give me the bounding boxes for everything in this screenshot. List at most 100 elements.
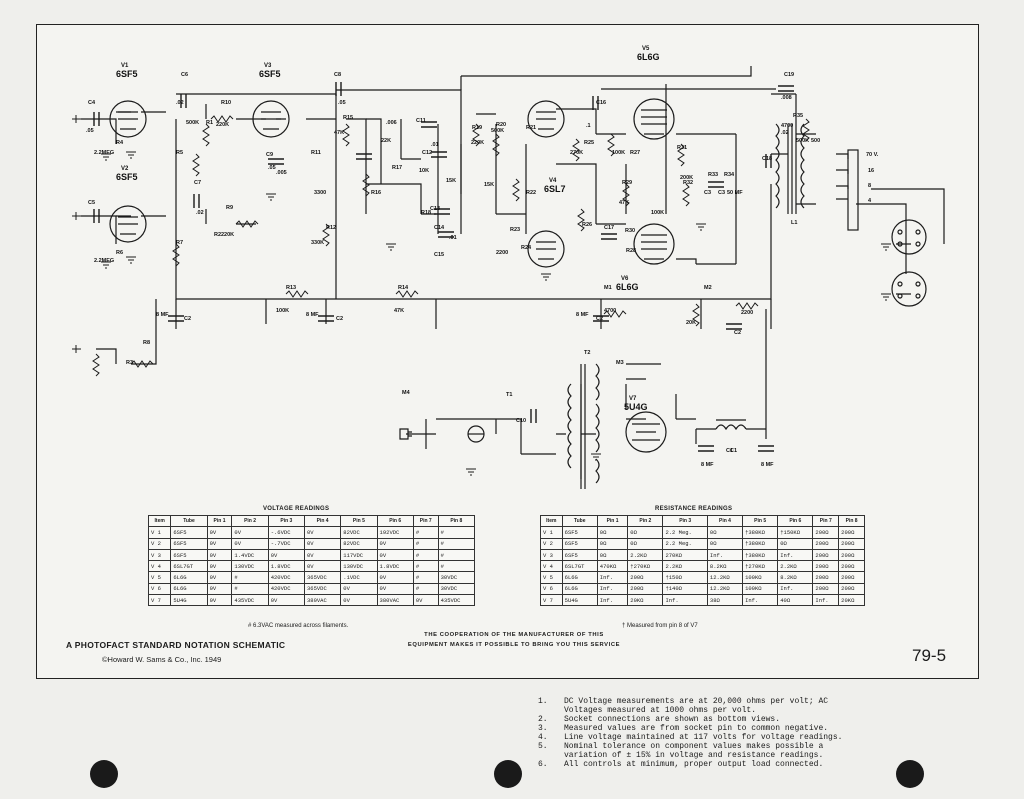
component-ref-label: M4	[402, 390, 411, 396]
resistance-table-cell: 0Ω	[627, 537, 664, 550]
component-value-label: 47K	[619, 200, 629, 206]
resistance-table-cell: 12.2KΩ	[706, 582, 744, 596]
component-ref-label: R3	[126, 360, 133, 366]
cooperation-notice: THE COOPERATION OF THE MANUFACTURER OF T…	[404, 630, 624, 650]
resistance-table-cell: 200Ω	[812, 526, 840, 539]
note-number: 3.	[538, 724, 548, 733]
resistance-table-cell: 2.2 Meg.	[662, 526, 708, 539]
binder-hole-center	[494, 760, 522, 788]
resistance-table-header-cell: Pin 5	[742, 514, 779, 528]
tube-ref-label: V4	[549, 178, 557, 184]
resistance-table-cell: 100KΩ	[742, 571, 779, 584]
note-text: Nominal tolerance on component values ma…	[564, 742, 824, 760]
component-value-label: 220K	[471, 140, 484, 146]
component-value-label: .02	[781, 130, 789, 136]
resistance-table-cell: 6SL7GT	[561, 560, 598, 573]
voltage-table-cell: 82VDC	[340, 537, 378, 550]
tube-v7	[625, 411, 667, 453]
voltage-table-cell: 365VDC	[303, 571, 342, 584]
note-item: 6.All controls at minimum, proper output…	[538, 760, 868, 769]
resistance-table-header-cell: Tube	[561, 514, 598, 528]
speaker-plugs	[891, 219, 927, 307]
voltage-table-cell: #	[437, 560, 476, 573]
resistance-table-cell: 200Ω	[627, 571, 664, 584]
voltage-table-cell: 0V	[206, 537, 233, 550]
component-ref-label: R8	[143, 340, 150, 346]
resistance-table-cell: 8.2KΩ	[706, 560, 744, 573]
resistance-table-cell: †150KΩ	[777, 526, 814, 539]
resistance-table-cell: V 5	[540, 571, 563, 584]
voltage-table-cell: 0V	[376, 548, 414, 562]
voltage-table-cell: 0V	[412, 594, 439, 607]
component-ref-label: R19	[472, 125, 482, 131]
resistance-table-cell: 0Ω	[596, 526, 629, 539]
tube-v1	[109, 100, 147, 138]
voltage-table-cell: #	[412, 537, 439, 550]
component-ref-label: R18	[421, 210, 431, 216]
misc-ref-label: C1	[730, 448, 737, 454]
component-ref-label: C8	[334, 72, 341, 78]
resistance-table-cell: 0Ω	[596, 548, 629, 562]
misc-ref-label: C1	[726, 448, 733, 454]
component-ref-label: R4	[116, 140, 124, 146]
component-value-label: 8 MF	[156, 312, 169, 318]
component-value-label: .05	[338, 100, 346, 106]
voltage-table-cell: 117VDC	[340, 548, 378, 562]
component-value-label: 22K	[381, 138, 391, 144]
resistance-table-cell: 200Ω	[812, 537, 840, 550]
component-ref-label: M3	[616, 360, 624, 366]
component-value-label: .02	[196, 210, 204, 216]
component-ref-label: C12	[422, 150, 432, 156]
voltage-table-header-cell: Pin 4	[303, 514, 342, 528]
component-labels: V16SF5V26SF5V36SF5V46SL7V56L6GV66L6GV75U…	[86, 46, 879, 468]
power-plug	[399, 425, 485, 443]
component-value-label: .01	[449, 235, 457, 241]
voltage-table-cell: V 5	[147, 571, 172, 584]
voltage-table-cell: 0V	[206, 526, 233, 539]
resistance-table-cell: 200Ω	[838, 571, 865, 584]
resistance-table-cell: 6SF5	[561, 526, 598, 539]
page-number: 79-5	[912, 646, 947, 665]
note-text: All controls at minimum, proper output l…	[564, 760, 824, 769]
binder-hole-left	[90, 760, 118, 788]
component-ref-label: C7	[194, 180, 201, 186]
misc-ref-label: C2	[184, 316, 191, 322]
component-value-label: .008	[781, 95, 792, 101]
resistance-table-header-cell: Pin 3	[662, 514, 708, 528]
component-ref-label: R21	[526, 125, 536, 131]
component-ref-label: R16	[371, 190, 381, 196]
resistance-table-cell: Inf.	[777, 548, 814, 562]
component-ref-label: R11	[311, 150, 321, 156]
component-value-label: 100K	[651, 210, 664, 216]
voltage-table-cell: 420VDC	[267, 582, 305, 596]
voltage-table-cell: #	[412, 560, 439, 573]
voltage-table-header-cell: Pin 3	[267, 514, 305, 528]
component-ref-label: R1	[206, 120, 213, 126]
voltage-table-cell: #	[412, 526, 439, 539]
voltage-table-cell: #	[412, 548, 439, 562]
voltage-table-cell: 0V	[340, 582, 378, 596]
voltage-table-cell: 0V	[376, 571, 414, 584]
resistance-table-footnote: † Measured from pin 8 of V7	[622, 623, 698, 629]
service-notes: 1.DC Voltage measurements are at 20,000 …	[538, 697, 868, 769]
component-ref-label: C5	[88, 200, 95, 206]
resistance-table-cell: †380KΩ	[742, 537, 779, 550]
capacitors	[93, 82, 794, 452]
resistance-table-cell: †150Ω	[662, 571, 708, 584]
component-value-label: 70 V.	[866, 152, 879, 158]
component-ref-label: C16	[596, 100, 606, 106]
voltage-table-cell: V 4	[147, 560, 172, 573]
resistance-table-cell: 0Ω	[706, 526, 744, 539]
voltage-table-cell: 6SF5	[170, 526, 208, 539]
component-ref-label: R7	[176, 240, 183, 246]
resistance-table-cell: 270KΩ	[662, 548, 708, 562]
note-item: 1.DC Voltage measurements are at 20,000 …	[538, 697, 868, 715]
component-value-label: 8 MF	[576, 312, 589, 318]
